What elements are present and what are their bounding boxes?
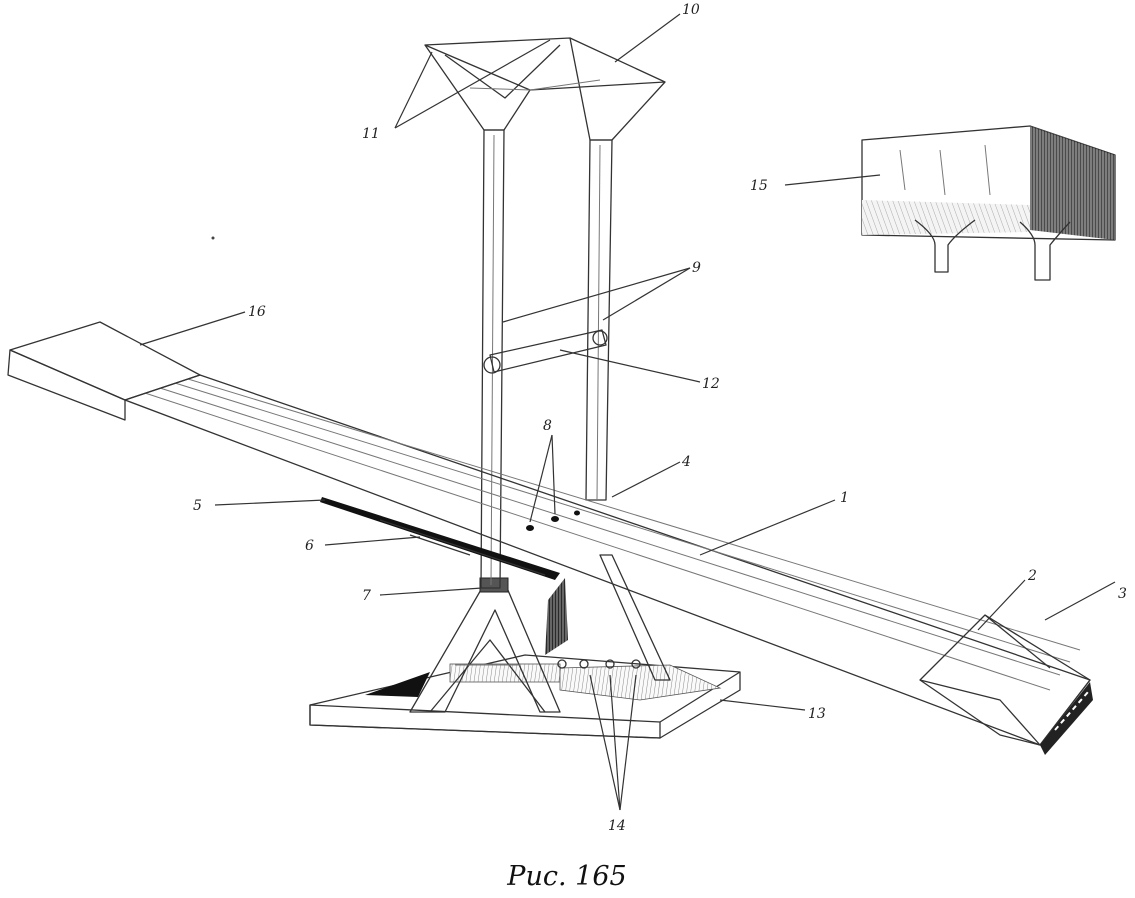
callout-14: 14 (608, 818, 626, 834)
support-a-frame (409, 554, 671, 713)
callout-6: 6 (305, 538, 314, 554)
crossbar (483, 329, 608, 374)
seat-pad-left (7, 321, 201, 421)
callout-11: 11 (362, 126, 380, 142)
callout-5: 5 (193, 498, 202, 514)
callout-16: 16 (248, 304, 266, 320)
callout-9: 9 (692, 260, 701, 276)
seat-end-right (919, 614, 1093, 755)
callout-10: 10 (682, 2, 700, 18)
base-frame (309, 654, 741, 739)
callout-12: 12 (702, 376, 720, 392)
bolt-holes (526, 510, 580, 531)
top-platform (424, 37, 666, 141)
callout-7: 7 (362, 588, 371, 604)
callout-3: 3 (1118, 586, 1127, 602)
callout-2: 2 (1027, 568, 1037, 584)
scan-dot (211, 236, 215, 240)
leader-lines (139, 13, 1116, 811)
figure-caption: Рис. 165 (506, 861, 626, 892)
callout-13: 13 (808, 706, 826, 722)
callout-4: 4 (681, 454, 691, 470)
callout-1: 1 (840, 490, 849, 506)
callout-15: 15 (750, 178, 768, 194)
callout-8: 8 (543, 418, 552, 434)
callout-labels: 10 11 15 9 16 12 8 4 1 5 6 7 2 3 13 14 (193, 2, 1127, 834)
detail-inset (861, 125, 1116, 281)
base-bolts (557, 659, 641, 669)
pivot-block (479, 577, 509, 593)
